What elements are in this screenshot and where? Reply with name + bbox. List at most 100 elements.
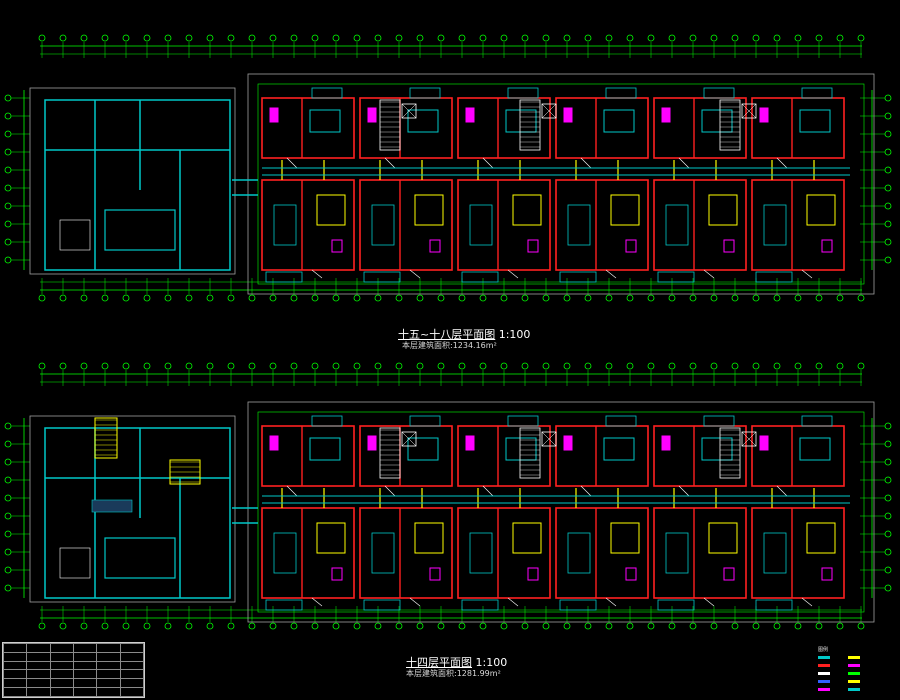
unit-south xyxy=(555,507,649,599)
balcony xyxy=(801,415,833,427)
unit-south xyxy=(261,507,355,599)
balcony xyxy=(311,87,343,99)
axis-bubble-top xyxy=(290,34,298,42)
axis-bubble-bottom xyxy=(416,294,424,302)
bathroom xyxy=(512,194,542,226)
axis-bubble-bottom xyxy=(269,622,277,630)
axis-bubble-bottom xyxy=(479,622,487,630)
axis-bubble-right xyxy=(884,220,892,228)
boundary-main-block xyxy=(247,73,875,295)
axis-bubble-top xyxy=(80,34,88,42)
axis-bubble-right xyxy=(884,94,892,102)
axis-bubble-bottom xyxy=(563,294,571,302)
bedroom-furniture xyxy=(763,532,787,574)
axis-bubble-top xyxy=(164,362,172,370)
axis-bubble-bottom xyxy=(101,622,109,630)
door xyxy=(384,157,396,169)
balcony xyxy=(657,599,695,611)
axis-bubble-left xyxy=(4,548,12,556)
axis-bubble-bottom xyxy=(752,622,760,630)
axis-bubble-left xyxy=(4,458,12,466)
fixture xyxy=(429,567,441,581)
unit-south xyxy=(751,507,845,599)
axis-bubble-bottom xyxy=(731,622,739,630)
axis-bubble-left xyxy=(4,422,12,430)
unit-north xyxy=(359,425,453,487)
axis-bubble-bottom xyxy=(479,294,487,302)
axis-bubble-bottom xyxy=(857,622,865,630)
axis-bubble-top xyxy=(689,34,697,42)
fixture xyxy=(723,567,735,581)
axis-bubble-top xyxy=(605,362,613,370)
axis-bubble-bottom xyxy=(311,294,319,302)
fixture xyxy=(465,435,475,451)
axis-bubble-top xyxy=(857,34,865,42)
axis-bubble-bottom xyxy=(500,622,508,630)
main-wing-plan xyxy=(261,87,850,283)
axis-bubble-bottom xyxy=(38,294,46,302)
axis-bubble-top xyxy=(227,34,235,42)
axis-bubble-bottom xyxy=(374,622,382,630)
axis-bubble-top xyxy=(311,34,319,42)
axis-bubble-bottom xyxy=(353,294,361,302)
axis-bubble-bottom xyxy=(290,622,298,630)
bedroom-furniture xyxy=(469,204,493,246)
axis-bubble-top xyxy=(374,34,382,42)
axis-bubble-top xyxy=(836,362,844,370)
axis-bubble-left xyxy=(4,202,12,210)
axis-bubble-top xyxy=(773,34,781,42)
main-wing-plan xyxy=(261,415,850,611)
axis-bubble-bottom xyxy=(794,622,802,630)
door xyxy=(409,269,421,279)
axis-bubble-bottom xyxy=(206,622,214,630)
axis-bubble-top xyxy=(794,362,802,370)
fixture xyxy=(367,435,377,451)
axis-bubble-bottom xyxy=(815,294,823,302)
stair-core xyxy=(719,427,757,479)
door xyxy=(384,485,396,497)
unit-south xyxy=(751,179,845,271)
bedroom-furniture xyxy=(273,532,297,574)
stair-core xyxy=(519,99,557,151)
elevator xyxy=(541,431,557,447)
axis-bubble-left xyxy=(4,166,12,174)
fixture xyxy=(429,239,441,253)
axis-bubble-right xyxy=(884,238,892,246)
axis-bubble-right xyxy=(884,476,892,484)
unit-south xyxy=(457,179,551,271)
axis-bubble-top xyxy=(731,362,739,370)
axis-bubble-bottom xyxy=(416,622,424,630)
axis-bubble-top xyxy=(416,362,424,370)
axis-bubble-left xyxy=(4,112,12,120)
axis-bubble-bottom xyxy=(185,622,193,630)
left-wing-plan xyxy=(44,99,231,271)
unit-north xyxy=(359,97,453,159)
axis-bubble-top xyxy=(269,34,277,42)
floor-plan-15-18 xyxy=(4,34,892,302)
axis-bubble-top xyxy=(437,34,445,42)
title-block-table xyxy=(2,642,145,698)
fixture xyxy=(821,239,833,253)
axis-bubble-right xyxy=(884,422,892,430)
axis-bubble-top xyxy=(311,362,319,370)
axis-bubble-left xyxy=(4,148,12,156)
axis-bubble-top xyxy=(185,362,193,370)
stair xyxy=(94,417,118,459)
axis-bubble-bottom xyxy=(794,294,802,302)
axis-bubble-left xyxy=(4,512,12,520)
shaft-fill xyxy=(91,499,133,513)
axis-bubble-top xyxy=(815,34,823,42)
fixture xyxy=(269,107,279,123)
balcony xyxy=(311,415,343,427)
axis-bubble-left xyxy=(4,584,12,592)
axis-bubble-bottom xyxy=(80,294,88,302)
axis-bubble-top xyxy=(248,362,256,370)
bathroom xyxy=(610,522,640,554)
unit-south xyxy=(653,179,747,271)
axis-bubble-left xyxy=(4,256,12,264)
bedroom-furniture xyxy=(763,204,787,246)
axis-bubble-bottom xyxy=(164,622,172,630)
bathroom xyxy=(414,194,444,226)
balcony xyxy=(755,271,793,283)
fixture xyxy=(625,239,637,253)
